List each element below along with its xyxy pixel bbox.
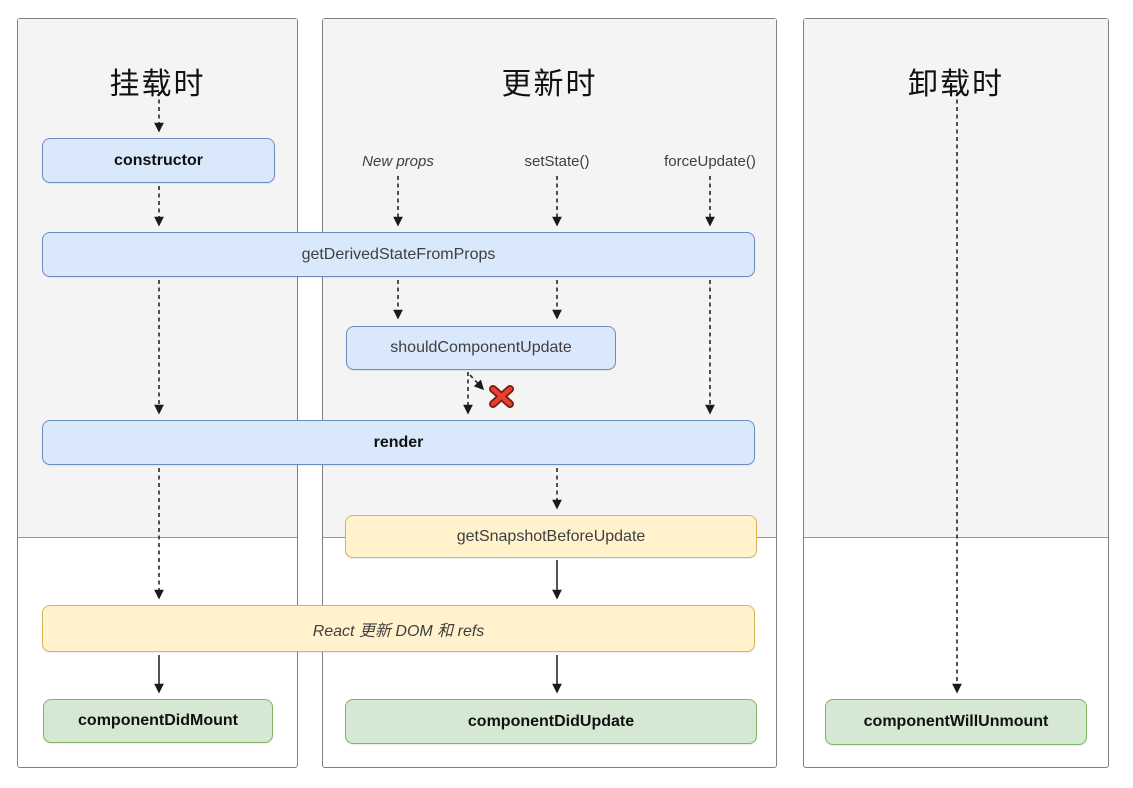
node-get-snapshot-before-update: getSnapshotBeforeUpdate: [345, 515, 757, 558]
trigger-force-update: forceUpdate(): [664, 153, 756, 170]
trigger-set-state: setState(): [524, 153, 590, 170]
trigger-new-props: New props: [362, 153, 434, 170]
updating-header: 更新时: [501, 68, 598, 101]
node-component-will-unmount: componentWillUnmount: [825, 699, 1087, 745]
node-render: render: [42, 420, 755, 465]
node-should-component-update: shouldComponentUpdate: [346, 326, 616, 370]
node-constructor: constructor: [42, 138, 275, 183]
node-component-did-mount: componentDidMount: [43, 699, 273, 743]
node-component-did-update: componentDidUpdate: [345, 699, 757, 744]
panel-mounting: 挂载时: [17, 18, 298, 768]
unmounting-render-phase-region: [804, 19, 1108, 538]
panel-unmounting: 卸载时: [803, 18, 1109, 768]
panel-updating: 更新时: [322, 18, 777, 768]
node-get-derived-state-from-props: getDerivedStateFromProps: [42, 232, 755, 277]
node-react-updates-dom: React 更新 DOM 和 refs: [42, 605, 755, 652]
unmounting-header: 卸载时: [908, 68, 1004, 101]
mounting-header: 挂载时: [109, 68, 206, 101]
